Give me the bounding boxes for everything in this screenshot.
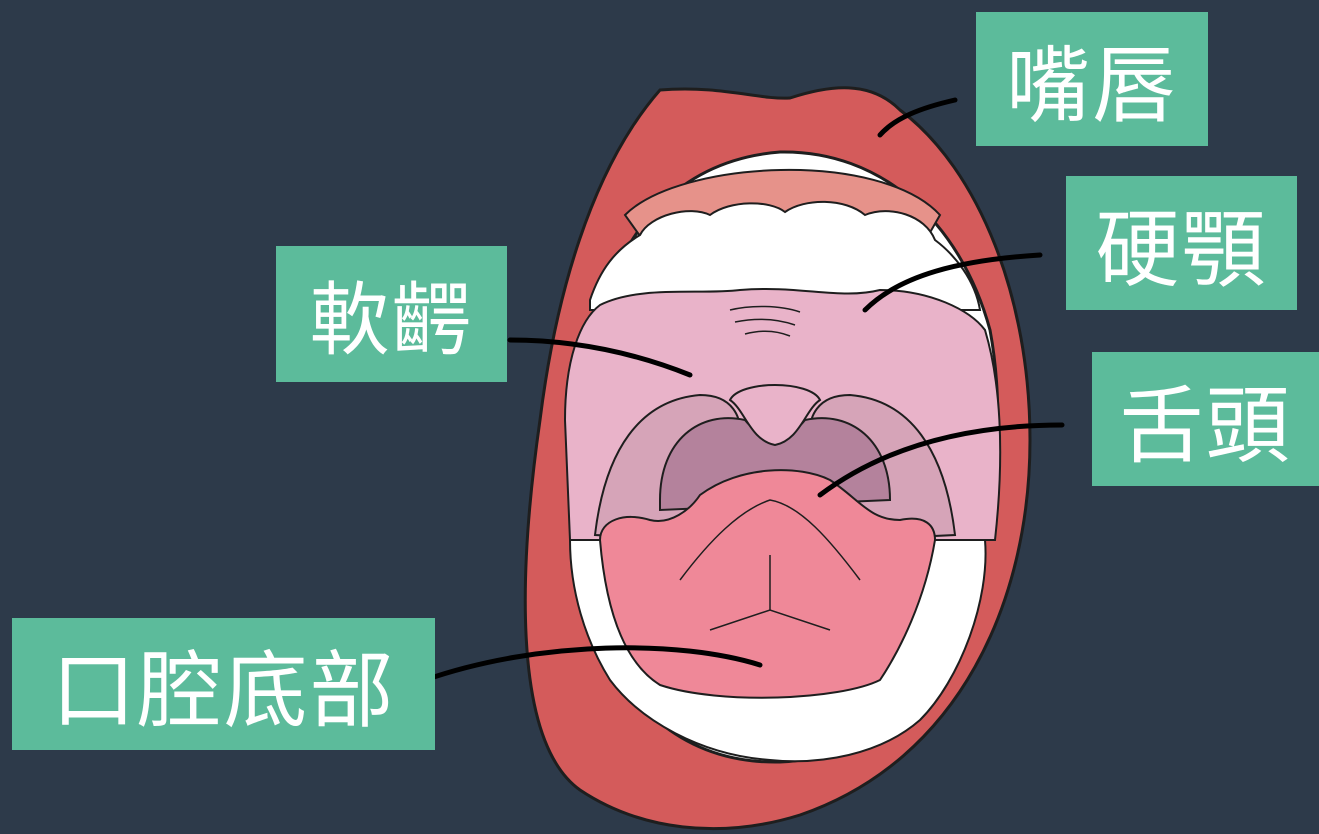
label-floor-of-mouth: 口腔底部 <box>12 618 435 750</box>
label-hard-palate: 硬顎 <box>1066 176 1297 310</box>
label-tongue: 舌頭 <box>1092 352 1319 486</box>
label-lips: 嘴唇 <box>976 12 1208 146</box>
label-soft-palate: 軟齶 <box>276 246 507 382</box>
